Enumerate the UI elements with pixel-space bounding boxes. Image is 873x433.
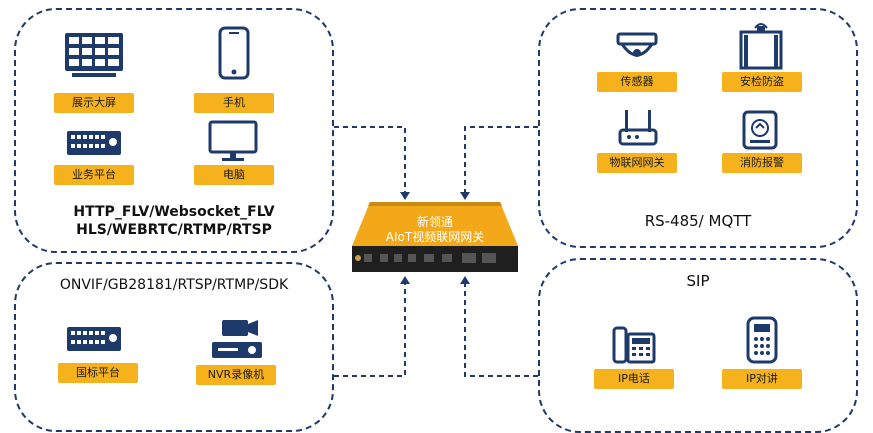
ip-intercom-label: IP对讲 [722, 369, 802, 389]
iot-gateway-icon [618, 108, 658, 148]
national-platform-label: 国标平台 [58, 363, 138, 383]
business-platform-label: 业务平台 [54, 165, 134, 185]
ip-phone-label: IP电话 [594, 369, 674, 389]
nvr-recorder-icon [210, 318, 264, 360]
top-left-protocol-line-1: HTTP_FLV/Websocket_FLV [73, 204, 275, 220]
fire-alarm-label: 消防报警 [722, 153, 802, 173]
sensor-label: 传感器 [597, 72, 677, 92]
device-name: AIoT视频联网网关 [385, 230, 485, 244]
fire-alarm-icon [742, 110, 778, 150]
mobile-phone-icon [218, 26, 250, 80]
computer-label: 电脑 [194, 165, 274, 185]
display-wall-icon [64, 32, 124, 78]
ip-phone-icon [612, 320, 656, 364]
bottom-right-protocol: SIP [686, 272, 710, 290]
business-platform-icon [66, 130, 122, 156]
device-brand: 新领通 [416, 215, 453, 229]
computer-monitor-icon [208, 120, 258, 162]
top-right-protocol: RS-485/ MQTT [644, 212, 752, 230]
mobile-phone-label: 手机 [194, 93, 274, 113]
security-gate-icon [738, 20, 784, 70]
aiot-gateway-device [350, 198, 520, 278]
iot-gateway-label: 物联网网关 [597, 153, 677, 173]
nvr-recorder-label: NVR录像机 [196, 365, 276, 385]
ip-intercom-icon [746, 316, 778, 364]
bottom-left-protocol: ONVIF/GB28181/RTSP/RTMP/SDK [59, 277, 289, 293]
display-terminals-panel [14, 8, 334, 253]
national-platform-icon [66, 326, 122, 352]
top-left-protocol-line-2: HLS/WEBRTC/RTMP/RTSP [76, 222, 272, 238]
iot-sensors-panel [538, 8, 858, 248]
security-gate-label: 安检防盗 [722, 72, 802, 92]
display-wall-label: 展示大屏 [54, 93, 134, 113]
sensor-icon [616, 32, 658, 66]
connector-lines [334, 126, 538, 377]
